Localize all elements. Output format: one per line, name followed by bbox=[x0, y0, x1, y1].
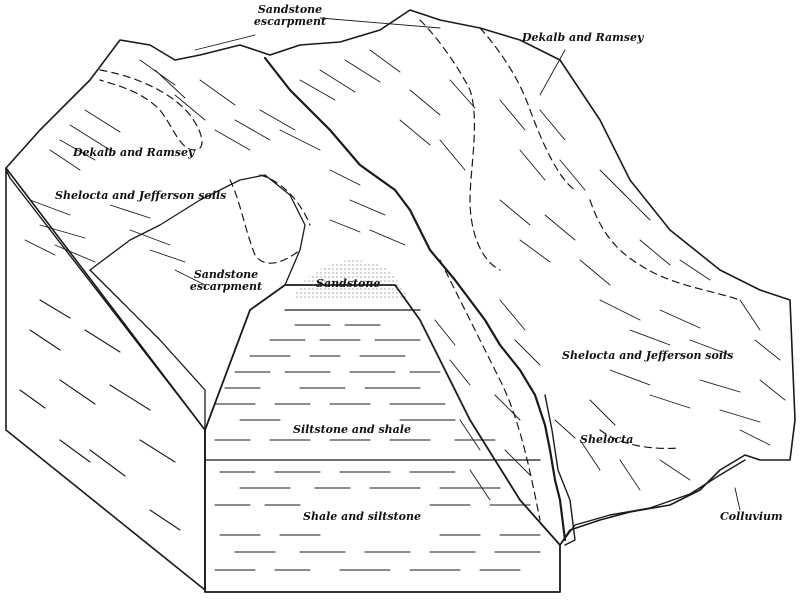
label-shale-siltstone: Shale and siltstone bbox=[303, 510, 421, 523]
relief-hatching bbox=[24, 49, 786, 501]
label-sandstone: Sandstone bbox=[316, 277, 381, 290]
siltstone-shale-strata-marks bbox=[214, 324, 496, 441]
label-shelocta-jefferson-left: Shelocta and Jefferson soils bbox=[55, 189, 227, 202]
colluvium-band bbox=[5, 169, 746, 546]
soil-boundaries bbox=[99, 19, 741, 521]
shale-siltstone-strata-marks bbox=[214, 471, 541, 571]
stream-channel-bank bbox=[544, 394, 576, 546]
left-face-strata-marks bbox=[19, 299, 181, 531]
label-sandstone-escarpment-mid: Sandstone escarpment bbox=[186, 269, 266, 293]
label-siltstone-shale: Siltstone and shale bbox=[293, 423, 411, 436]
left-valley-wall bbox=[89, 269, 206, 431]
label-line: Sandstone bbox=[257, 3, 323, 16]
label-shelocta-jefferson-right: Shelocta and Jefferson soils bbox=[562, 349, 734, 362]
leader-lines bbox=[194, 17, 741, 511]
label-line: escarpment bbox=[253, 15, 327, 28]
label-colluvium: Colluvium bbox=[720, 510, 783, 523]
label-dekalb-ramsey-left: Dekalb and Ramsey bbox=[73, 146, 195, 159]
label-shelocta: Shelocta bbox=[580, 433, 634, 446]
landscape-surface-outline bbox=[5, 9, 796, 546]
label-dekalb-ramsey-right: Dekalb and Ramsey bbox=[522, 31, 644, 44]
stream-channel bbox=[263, 56, 567, 542]
left-ridge-escarpment bbox=[89, 174, 306, 286]
label-line: Sandstone bbox=[193, 268, 259, 281]
label-line: escarpment bbox=[189, 280, 263, 293]
sandstone-stipple bbox=[292, 260, 410, 300]
block-cross-section bbox=[204, 284, 561, 593]
label-sandstone-escarpment-top: Sandstone escarpment bbox=[250, 4, 330, 28]
